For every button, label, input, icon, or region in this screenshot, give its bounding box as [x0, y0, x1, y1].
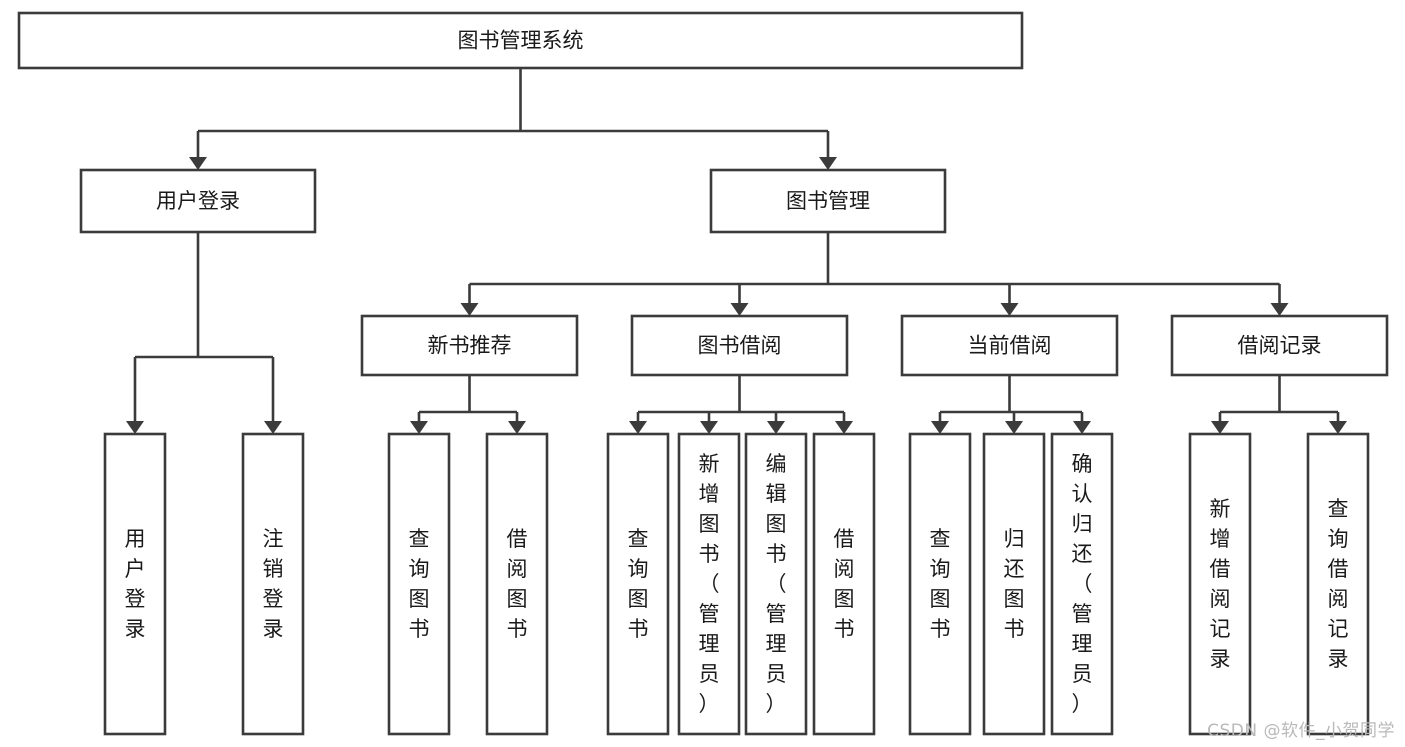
node-box-leaf-edit-book[interactable] — [744, 432, 808, 736]
node-leaf-leaf-query-borrow-record[interactable]: 查询借阅记录 — [1306, 432, 1370, 736]
node-box-leaf-confirm-return[interactable] — [1050, 432, 1114, 736]
node-label-leaf-confirm-return: 确认归还（管理员） — [1072, 452, 1093, 716]
node-box-book-borrow[interactable] — [630, 314, 849, 377]
node-leaf-leaf-user-login[interactable]: 用户登录 — [103, 432, 167, 736]
watermark-label: CSDN @软件_小贺同学 — [1207, 721, 1395, 741]
node-level2-current-borrow[interactable]: 当前借阅 — [900, 314, 1119, 377]
connector-root-to-level1 — [189, 68, 837, 170]
node-box-leaf-query-borrow-record[interactable] — [1306, 432, 1370, 736]
node-box-leaf-borrow-book[interactable] — [812, 432, 876, 736]
connector-book-borrow-to-leaves — [629, 375, 853, 434]
connector-current-borrow-to-leaves — [931, 375, 1091, 434]
node-leaf-leaf-borrow-book-rec[interactable]: 借阅图书 — [485, 432, 549, 736]
node-label-leaf-logout: 注销登录 — [263, 527, 284, 641]
node-level2-new-book-recommend[interactable]: 新书推荐 — [360, 314, 579, 377]
connector-borrow-record-to-leaves — [1211, 375, 1347, 434]
node-box-new-book-recommend[interactable] — [360, 314, 579, 377]
node-box-leaf-query-book-cur[interactable] — [908, 432, 972, 736]
node-label-leaf-query-book-rec: 查询图书 — [409, 527, 430, 641]
node-leaf-leaf-query-book-borrow[interactable]: 查询图书 — [606, 432, 670, 736]
node-label-book-management: 图书管理 — [786, 189, 870, 213]
connector-user-login-to-leaves — [126, 232, 282, 434]
node-label-leaf-edit-book: 编辑图书（管理员） — [766, 452, 787, 716]
node-box-leaf-logout[interactable] — [241, 432, 305, 736]
node-box-leaf-borrow-book-rec[interactable] — [485, 432, 549, 736]
node-box-leaf-add-borrow-record[interactable] — [1188, 432, 1252, 736]
node-leaf-leaf-edit-book[interactable]: 编辑图书（管理员） — [744, 432, 808, 736]
node-leaf-leaf-add-borrow-record[interactable]: 新增借阅记录 — [1188, 432, 1252, 736]
node-label-new-book-recommend: 新书推荐 — [428, 334, 512, 358]
node-level1-user-login[interactable]: 用户登录 — [79, 168, 317, 234]
connector-new-book-recommend-to-leaves — [410, 375, 526, 434]
node-label-leaf-query-borrow-record: 查询借阅记录 — [1328, 497, 1349, 671]
node-box-borrow-record[interactable] — [1170, 314, 1389, 377]
node-label-leaf-borrow-book-rec: 借阅图书 — [507, 527, 528, 641]
node-box-root[interactable] — [17, 11, 1024, 70]
node-leaf-leaf-query-book-rec[interactable]: 查询图书 — [387, 432, 451, 736]
node-leaf-leaf-confirm-return[interactable]: 确认归还（管理员） — [1050, 432, 1114, 736]
node-label-leaf-return-book: 归还图书 — [1004, 527, 1025, 641]
node-label-leaf-user-login: 用户登录 — [125, 527, 146, 641]
connector-book-management-to-level2 — [460, 232, 1289, 316]
node-label-leaf-add-borrow-record: 新增借阅记录 — [1210, 497, 1231, 671]
node-label-leaf-add-book: 新增图书（管理员） — [699, 452, 720, 716]
node-level2-borrow-record[interactable]: 借阅记录 — [1170, 314, 1389, 377]
node-box-leaf-query-book-borrow[interactable] — [606, 432, 670, 736]
node-leaf-leaf-logout[interactable]: 注销登录 — [241, 432, 305, 736]
node-label-leaf-borrow-book: 借阅图书 — [834, 527, 855, 641]
node-box-leaf-return-book[interactable] — [982, 432, 1046, 736]
node-box-leaf-add-book[interactable] — [677, 432, 741, 736]
node-box-leaf-query-book-rec[interactable] — [387, 432, 451, 736]
node-label-book-borrow: 图书借阅 — [698, 334, 782, 358]
node-leaf-leaf-return-book[interactable]: 归还图书 — [982, 432, 1046, 736]
node-label-root: 图书管理系统 — [458, 29, 584, 53]
node-box-leaf-user-login[interactable] — [103, 432, 167, 736]
node-box-user-login[interactable] — [79, 168, 317, 234]
node-label-borrow-record: 借阅记录 — [1238, 334, 1322, 358]
node-label-leaf-query-book-borrow: 查询图书 — [628, 527, 649, 641]
node-level1-book-management[interactable]: 图书管理 — [709, 168, 947, 234]
node-label-leaf-query-book-cur: 查询图书 — [930, 527, 951, 641]
node-label-current-borrow: 当前借阅 — [968, 334, 1052, 358]
node-leaf-leaf-add-book[interactable]: 新增图书（管理员） — [677, 432, 741, 736]
node-label-user-login: 用户登录 — [156, 189, 240, 213]
node-level2-book-borrow[interactable]: 图书借阅 — [630, 314, 849, 377]
node-root[interactable]: 图书管理系统 — [17, 11, 1024, 70]
node-box-book-management[interactable] — [709, 168, 947, 234]
node-leaf-leaf-query-book-cur[interactable]: 查询图书 — [908, 432, 972, 736]
node-box-current-borrow[interactable] — [900, 314, 1119, 377]
node-leaf-leaf-borrow-book[interactable]: 借阅图书 — [812, 432, 876, 736]
